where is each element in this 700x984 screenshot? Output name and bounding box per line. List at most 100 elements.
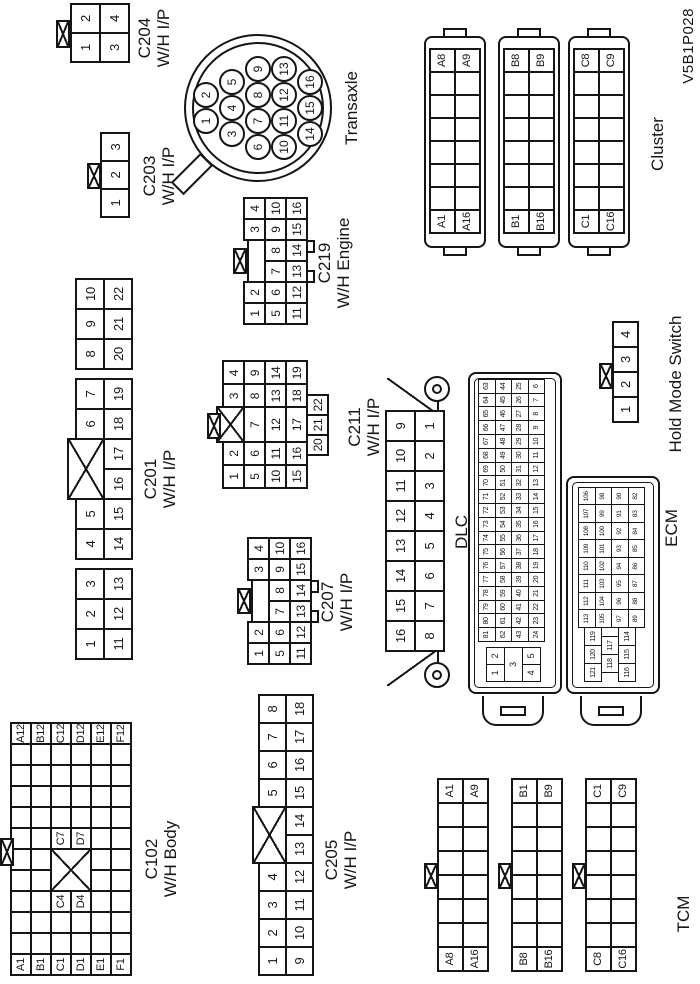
pin-cell <box>573 94 600 119</box>
pin-cell: 87 <box>627 574 645 593</box>
pin-cell: 8 <box>75 338 105 370</box>
pin-cell: 14 <box>385 560 416 592</box>
pin-cell: 9 <box>243 360 266 386</box>
lock-tab-icon <box>233 248 247 274</box>
pin-cell: 17 <box>527 530 545 546</box>
pin-cell <box>573 163 600 188</box>
pin-cell <box>610 874 637 900</box>
pin-cell <box>598 117 625 142</box>
pin-cell: 58 <box>494 572 512 587</box>
pin-cell <box>610 802 637 828</box>
pin-cell: 64 <box>478 392 496 408</box>
pin-cell: 115 <box>618 645 636 664</box>
pin-cell: C9 <box>610 778 637 804</box>
pin-cell <box>10 911 32 934</box>
pin-cell: 108 <box>578 522 596 541</box>
pin-cell: 10 <box>264 197 287 220</box>
pin-cell: 11 <box>527 447 545 463</box>
pin-cell: 65 <box>478 406 496 422</box>
pin-cell: 8 <box>268 579 291 602</box>
pin-cell <box>110 932 132 955</box>
pin-cell: 14 <box>103 528 133 560</box>
pin-cell: 16 <box>103 468 133 500</box>
pin-cell: A1 <box>429 209 456 234</box>
pin-cell <box>429 117 456 142</box>
pin-cell <box>462 826 489 852</box>
pin-cell: 101 <box>594 539 612 558</box>
pin-cell: 17 <box>285 722 314 752</box>
pin-cell: D1 <box>70 953 92 976</box>
pin-cell <box>90 848 112 871</box>
pin-cell <box>429 94 456 119</box>
connector-title: C201 <box>141 458 160 500</box>
connector-subtitle: W/H I/P <box>341 830 360 890</box>
pin-cell: 104 <box>594 592 612 611</box>
pin-cell: 35 <box>511 516 529 532</box>
pin-cell: C7 <box>50 827 72 850</box>
pin-cell <box>110 743 132 766</box>
pin-cell <box>610 850 637 876</box>
pin-cell: C1 <box>585 778 612 804</box>
pin-cell: 3 <box>247 558 270 581</box>
connector-subtitle: W/H I/P <box>160 449 179 509</box>
pin-cell <box>536 898 563 924</box>
pin-cell: 5 <box>522 647 541 665</box>
connector-title: C207 <box>318 581 337 623</box>
pin-cell: 98 <box>594 487 612 506</box>
pin-cell: 96 <box>611 592 629 611</box>
pin-cell: 2 <box>100 160 130 190</box>
pin-circle: 8 <box>245 82 271 108</box>
pin-cell <box>462 874 489 900</box>
pin-cell: 2 <box>414 440 445 472</box>
pin-cell: 11 <box>289 642 312 665</box>
pin-cell <box>10 869 32 892</box>
lock-tab-icon <box>498 863 512 889</box>
pin-cell <box>437 874 464 900</box>
pin-cell: 2 <box>70 3 101 34</box>
pin-cell: 120 <box>584 645 602 664</box>
pin-cell: C1 <box>50 953 72 976</box>
pin-cell: A9 <box>454 48 481 73</box>
pin-cell: C12 <box>50 722 72 745</box>
pin-cell: 28 <box>511 420 529 435</box>
connector-title: C211 <box>345 407 364 447</box>
pin-cell: 1 <box>612 396 639 423</box>
pin-cell <box>110 785 132 808</box>
pin-cell <box>528 117 555 142</box>
pin-cell: B12 <box>30 722 52 745</box>
pin-cell: 16 <box>285 197 308 220</box>
pin-cell <box>30 932 52 955</box>
pin-cell: 47 <box>494 420 512 435</box>
pin-cell: 13 <box>285 834 314 864</box>
pin-cell: 19 <box>527 558 545 573</box>
pin-cell: 116 <box>618 663 636 682</box>
connector-title: Cluster <box>648 117 667 171</box>
connector-title: TCM <box>674 895 693 933</box>
pin-cell: 10 <box>385 440 416 472</box>
pin-cell <box>598 71 625 96</box>
pin-circle: 9 <box>245 56 271 82</box>
pin-cell: 13 <box>285 260 308 283</box>
lock-tab-icon <box>599 363 613 389</box>
pin-circle: 2 <box>193 82 219 108</box>
pin-cell: 7 <box>414 590 445 622</box>
pin-cell <box>90 827 112 850</box>
pin-cell: 8 <box>258 694 287 724</box>
pin-cell <box>50 932 72 955</box>
connector-title: ECM <box>662 509 681 547</box>
pin-cell: 3 <box>99 32 130 63</box>
pin-cell: 8 <box>414 620 445 652</box>
pin-cell: 72 <box>478 503 496 518</box>
pin-cell <box>10 932 32 955</box>
pin-cell <box>437 898 464 924</box>
lock-tab-icon <box>87 163 101 189</box>
pin-cell: 22 <box>306 394 329 416</box>
pin-cell: 6 <box>258 750 287 780</box>
pin-cell: A12 <box>10 722 32 745</box>
pin-cell <box>10 890 32 913</box>
pin-cell <box>70 911 92 934</box>
pin-cell: 20 <box>527 572 545 587</box>
pin-cell: E12 <box>90 722 112 745</box>
pin-cell <box>573 117 600 142</box>
